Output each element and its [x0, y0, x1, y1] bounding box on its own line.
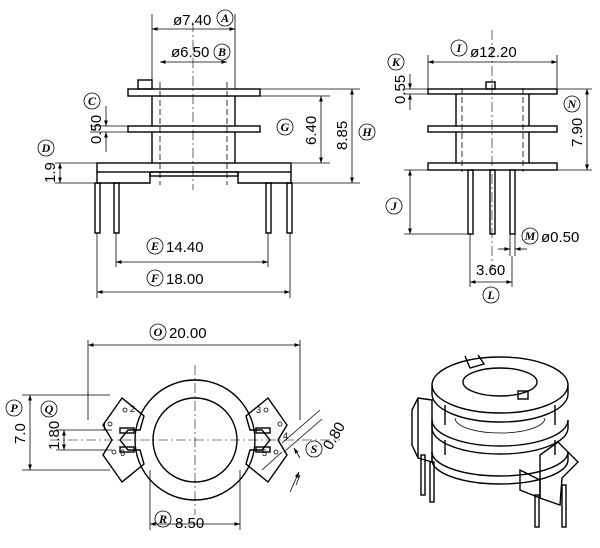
dim-h: 8.85 H [260, 88, 376, 184]
dim-i-value: ø12.20 [470, 44, 517, 61]
dim-o-letter: O [154, 325, 163, 339]
pin-2: 2 [130, 404, 135, 414]
dim-q-value: 1.80 [46, 421, 63, 450]
dim-c-value: 0.50 [88, 115, 105, 144]
dim-a-letter: A [220, 11, 229, 25]
dim-g-letter: G [281, 120, 290, 134]
dim-p-value: 7.0 [12, 423, 29, 444]
pin-6: 6 [120, 448, 125, 458]
dim-d: 1.9 D [37, 139, 97, 184]
dim-a: ø7.40 A [151, 9, 236, 89]
dim-r-value: 8.50 [175, 515, 204, 532]
isometric-view [411, 354, 579, 528]
dim-f: F 18.00 [96, 233, 291, 298]
dim-j: J [385, 169, 468, 235]
dim-l-value: 3.60 [476, 262, 505, 279]
dim-l-letter: L [486, 288, 494, 302]
dim-b-letter: B [217, 45, 226, 59]
dim-l: 3.60 L [469, 234, 513, 304]
dim-d-letter: D [41, 141, 51, 155]
dim-r-letter: R [158, 512, 167, 526]
dim-i: I ø12.20 [427, 39, 558, 89]
dim-b: ø6.50 B [160, 43, 231, 64]
side-view [427, 30, 558, 270]
dim-b-value: ø6.50 [171, 44, 209, 61]
dim-m-value: ø0.50 [541, 229, 579, 246]
pin-1: 1 [102, 422, 107, 432]
bottom-view: 1 2 6 3 4 5 [50, 365, 340, 515]
dim-a-value: ø7.40 [173, 12, 211, 29]
front-view [94, 22, 293, 234]
dim-g-value: 6.40 [303, 116, 320, 145]
dim-p-letter: P [10, 401, 18, 415]
dim-h-value: 8.85 [334, 121, 351, 150]
dim-s: S 0.80 [261, 409, 349, 493]
dim-c-letter: C [88, 94, 97, 108]
dim-f-value: 18.00 [166, 271, 204, 288]
dim-o-value: 20.00 [169, 325, 207, 342]
pin-4: 4 [283, 431, 288, 441]
dim-k-value: 0.55 [392, 75, 409, 104]
dim-n-letter: N [567, 97, 578, 111]
dim-j-letter: J [390, 199, 398, 213]
dim-q: 1.80 Q [40, 400, 112, 451]
dim-h-letter: H [361, 125, 372, 139]
pin-5: 5 [262, 448, 267, 458]
dim-e-value: 14.40 [166, 239, 204, 256]
dim-o: O 20.00 [87, 323, 301, 420]
dim-e: E 14.40 [115, 233, 269, 267]
dim-r: R 8.50 [149, 470, 241, 532]
dim-m: M ø0.50 [498, 227, 579, 256]
dim-d-value: 1.9 [42, 162, 59, 183]
dim-m-letter: M [524, 229, 536, 243]
dim-s-value: 0.80 [320, 419, 349, 453]
dim-i-letter: I [456, 41, 463, 55]
dim-k: 0.55 K [387, 53, 428, 110]
pin-3: 3 [256, 405, 261, 415]
dim-f-letter: F [150, 271, 159, 285]
dim-k-letter: K [391, 55, 401, 69]
dim-c: 0.50 C [83, 92, 128, 152]
dim-q-letter: Q [45, 402, 54, 416]
dim-n: 7.90 N [557, 88, 592, 171]
dim-g: 6.40 G [260, 95, 330, 164]
dim-e-letter: E [150, 239, 159, 253]
dim-p: 7.0 P [5, 394, 110, 471]
dim-n-value: 7.90 [569, 118, 586, 147]
dim-s-letter: S [311, 442, 318, 456]
